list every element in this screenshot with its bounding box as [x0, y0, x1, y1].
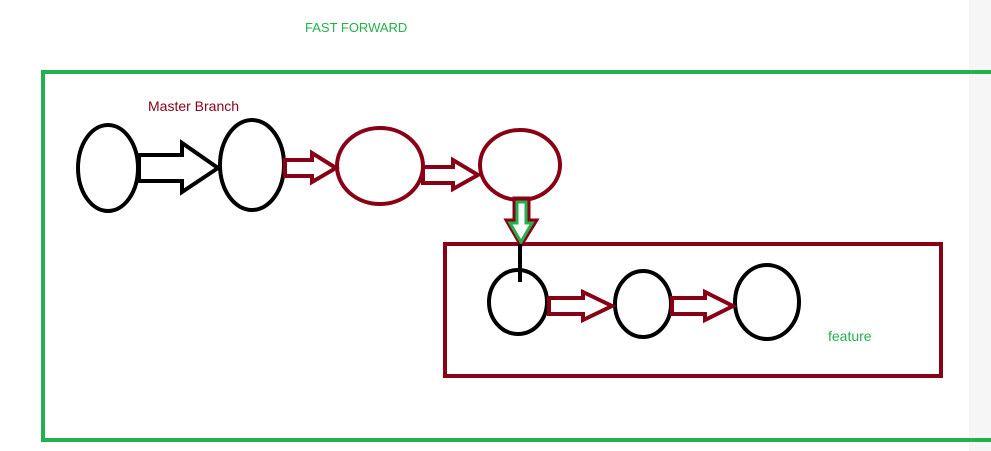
arrow-m3-m4 [421, 156, 482, 193]
down-arrow-outer [503, 196, 540, 249]
master-branch-label: Master Branch [148, 98, 240, 114]
feature-commit-3 [733, 263, 801, 341]
diagram-title: FAST FORWARD [305, 20, 408, 35]
arrow-m1-m2 [137, 139, 222, 196]
right-edge-strip [969, 0, 991, 451]
feature-branch-label: feature [828, 328, 872, 344]
master-commit-3 [335, 126, 425, 206]
feature-commit-2 [613, 269, 673, 339]
master-commit-1 [76, 123, 140, 213]
master-commit-4 [478, 128, 562, 202]
arrow-f2-f3 [670, 288, 738, 324]
arrow-f1-f2 [547, 288, 617, 324]
down-arrow-inner [507, 200, 535, 245]
fast-forward-frame [41, 70, 991, 442]
arrow-m2-m3 [283, 149, 340, 186]
feature-frame [443, 242, 943, 378]
master-commit-2 [218, 118, 286, 212]
